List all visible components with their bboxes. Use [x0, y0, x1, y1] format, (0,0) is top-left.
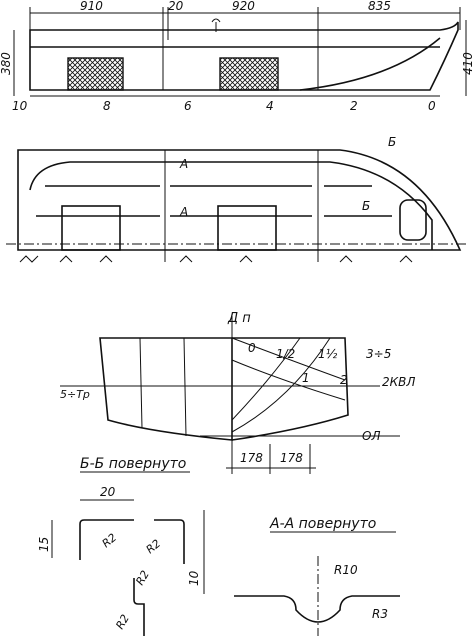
- section-b-top: Б: [388, 135, 396, 149]
- station-4: 4: [266, 99, 274, 113]
- plan-view: A A Б Б: [6, 135, 466, 263]
- section-b-bottom: Б: [362, 199, 370, 213]
- label-half: 1/2: [276, 347, 295, 361]
- section-a-bottom: A: [179, 205, 188, 219]
- seat-plan: [61, 205, 121, 251]
- frame-marks: [19, 255, 413, 263]
- bow-curve: [299, 37, 441, 91]
- bow-hatch: [399, 199, 427, 241]
- waterline-vert: [139, 337, 143, 429]
- body-plan-right: [231, 337, 349, 441]
- seat-hatched: [67, 57, 124, 91]
- seat-hatched: [219, 57, 279, 91]
- label-1half: 1½: [318, 347, 338, 361]
- section-curve: [231, 359, 346, 401]
- z-profile: [133, 578, 145, 636]
- r2-b: R2: [144, 537, 164, 556]
- profile-details: 20 15 R2 R2 R2 R2 10 А-А повернуто R10 R…: [37, 485, 400, 636]
- label-3to5: 3÷5: [366, 347, 391, 361]
- label-0: 0: [248, 341, 256, 355]
- dim-15: 15: [37, 537, 51, 552]
- section-a-title: А-А повернуто: [269, 516, 376, 532]
- r2-c: R2: [133, 568, 152, 587]
- station-2: 2: [350, 99, 358, 113]
- dim-380: 380: [0, 52, 13, 75]
- dim-178-right: 178: [280, 451, 303, 465]
- body-plan-left: [99, 337, 233, 441]
- label-2: 2: [340, 373, 348, 387]
- station-6: 6: [184, 99, 192, 113]
- body-plan: Д п 0 1/2 1½ 1 2 3÷5 5÷Тр 2КВЛ ОЛ 178 17…: [60, 311, 415, 474]
- r2-a: R2: [100, 531, 120, 550]
- dim-10: 10: [187, 570, 201, 586]
- station-0: 0: [428, 99, 436, 113]
- dim-835: 835: [368, 0, 391, 13]
- inner-outline: [29, 161, 433, 250]
- side-view: 910 20 920 835 380 410 10 8 6 4 2 0: [0, 0, 474, 113]
- seat-plan: [217, 205, 277, 251]
- dim-178-left: 178: [240, 451, 263, 465]
- dim-410: 410: [461, 52, 474, 75]
- angle-profile-2: [154, 519, 185, 564]
- label-kvl: 2КВЛ: [382, 375, 415, 389]
- station-8: 8: [103, 99, 111, 113]
- section-curve: [231, 337, 331, 433]
- section-a-top: A: [179, 157, 188, 171]
- oarlock-icon: [211, 18, 221, 32]
- section-curve: [231, 337, 346, 381]
- r3: R3: [372, 607, 388, 621]
- plan-outline: [17, 149, 462, 251]
- channel-profile: [234, 595, 400, 623]
- dim-920: 920: [232, 0, 255, 13]
- label-5toTr: 5÷Тр: [60, 388, 90, 401]
- label-dp: Д п: [227, 311, 251, 326]
- hull-outline: [29, 21, 459, 91]
- waterline-vert: [183, 337, 187, 437]
- r2-d: R2: [113, 612, 132, 631]
- angle-profile: [79, 519, 134, 560]
- dim-20: 20: [100, 485, 116, 499]
- section-b-title: Б-Б повернуто: [80, 456, 186, 472]
- label-ol: ОЛ: [362, 429, 380, 443]
- station-10: 10: [12, 99, 28, 113]
- label-1: 1: [302, 371, 310, 385]
- r10: R10: [334, 563, 358, 577]
- section-curve: [231, 337, 301, 421]
- dim-910: 910: [80, 0, 103, 13]
- dim-20: 20: [168, 0, 184, 13]
